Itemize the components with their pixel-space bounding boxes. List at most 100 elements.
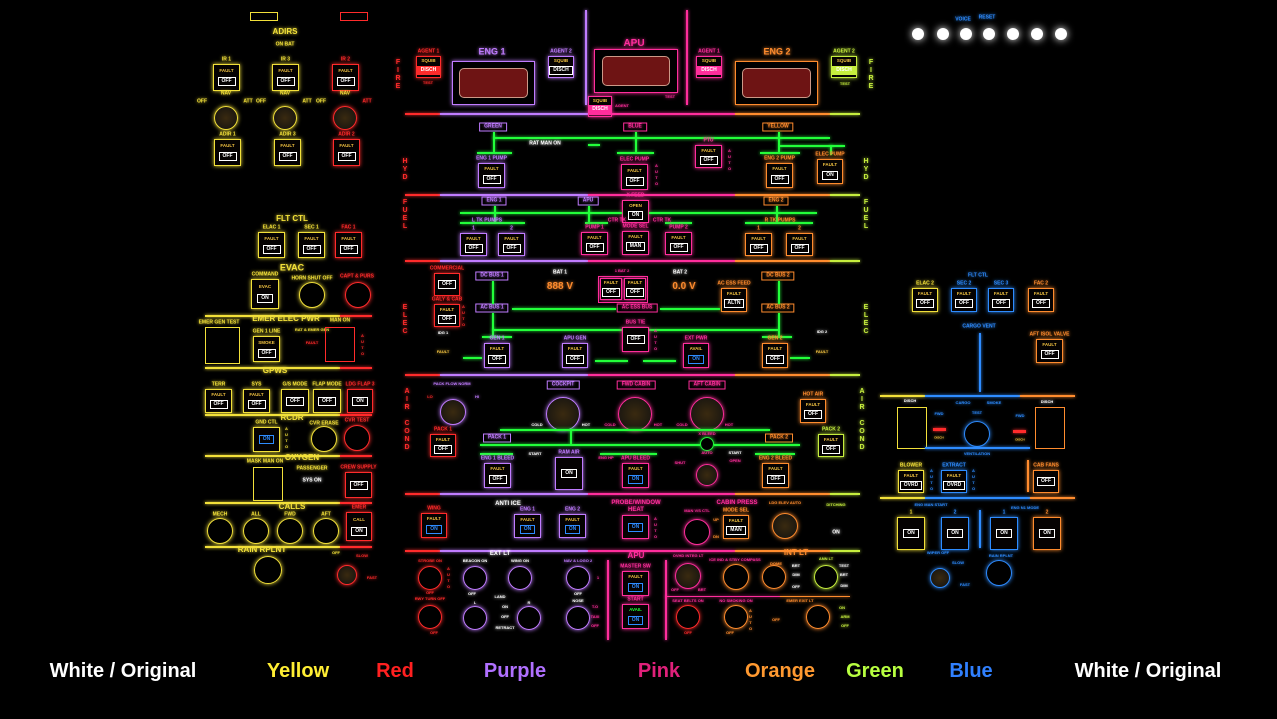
ice-ind-switch[interactable] — [723, 564, 749, 590]
n1-2-button[interactable]: ON — [1033, 517, 1061, 550]
gs-mode-button[interactable]: OFF — [281, 389, 309, 413]
cockpit-temp-selector[interactable] — [546, 397, 580, 431]
emer-exit-lt-switch[interactable] — [806, 605, 830, 629]
ldg-elev-selector[interactable] — [772, 513, 798, 539]
top-fragment-box[interactable] — [250, 12, 278, 21]
call-all-button[interactable] — [243, 518, 269, 544]
ir3-mode-selector-knob[interactable] — [333, 106, 357, 130]
cab-fans-button[interactable]: OFF — [1033, 470, 1059, 493]
ir1-mode-selector-knob[interactable] — [214, 106, 238, 130]
pack-flow-selector-knob[interactable] — [440, 399, 466, 425]
cargo-smoke-test-button[interactable] — [964, 421, 990, 447]
bus-tie-button[interactable]: OFF — [622, 327, 649, 352]
capt-purs-switch[interactable] — [345, 282, 371, 308]
rain-repellent-left-button[interactable] — [254, 556, 282, 584]
cvr-test-button[interactable] — [344, 425, 370, 451]
ldg-flap3-button[interactable]: ON — [347, 389, 373, 413]
dome-switch[interactable] — [762, 565, 786, 589]
ir2-mode-selector-knob[interactable] — [273, 106, 297, 130]
x-bleed-valve-indicator[interactable] — [700, 437, 714, 451]
n1-1-button[interactable]: ON — [990, 517, 1018, 550]
seat-belts-switch[interactable] — [676, 605, 700, 629]
land-left-switch[interactable] — [463, 606, 487, 630]
gnd-ctl-button[interactable]: ON — [253, 427, 280, 452]
horn-shut-off-button[interactable] — [299, 282, 325, 308]
land-right-switch[interactable] — [517, 606, 541, 630]
man-on-guard[interactable] — [325, 327, 355, 362]
man-vs-ctl-switch[interactable] — [684, 519, 710, 545]
mask-man-on-guard[interactable] — [253, 467, 283, 501]
man1-button[interactable]: ON — [897, 517, 925, 550]
fwd-cabin-temp-selector[interactable] — [618, 397, 652, 431]
x-bleed-selector-knob[interactable] — [696, 464, 718, 486]
nav-logo-switch[interactable] — [566, 566, 590, 590]
call-fwd-button[interactable] — [277, 518, 303, 544]
wing-light-switch[interactable] — [508, 566, 532, 590]
apu-fire-handle[interactable] — [594, 49, 678, 93]
strobe-switch[interactable] — [418, 566, 442, 590]
eng1-fire-handle[interactable] — [452, 61, 535, 105]
ovhd-integ-lt-knob[interactable] — [675, 563, 701, 589]
nose-light-switch[interactable] — [566, 606, 590, 630]
no-smoking-switch[interactable] — [724, 605, 748, 629]
call-mech-button[interactable] — [207, 518, 233, 544]
cargo-disch-aft-guard[interactable] — [1035, 407, 1065, 449]
probe-btn-button[interactable]: ON — [622, 515, 649, 539]
cvr-erase-button[interactable] — [311, 426, 337, 452]
rain-repellent-right-button[interactable] — [986, 560, 1012, 586]
bat-panel[interactable] — [598, 276, 648, 303]
aft-cabin-temp-selector[interactable] — [690, 397, 724, 431]
beacon-switch[interactable] — [463, 566, 487, 590]
top-fragment-box-2[interactable] — [340, 12, 368, 21]
